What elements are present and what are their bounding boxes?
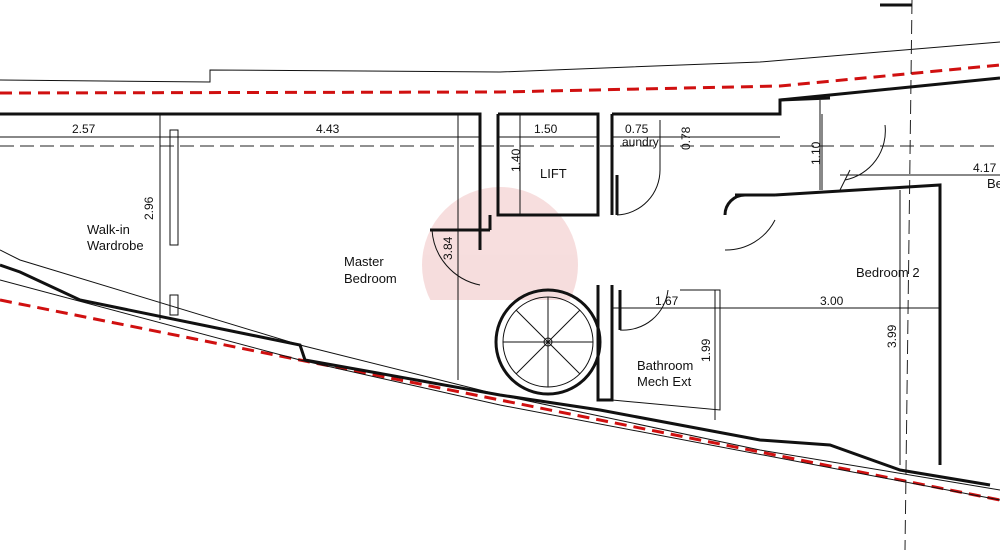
dim-3-84: 3.84 [441, 236, 455, 260]
dim-1-10: 1.10 [809, 141, 823, 165]
boundary-line-top [0, 63, 1000, 95]
dim-1-99: 1.99 [699, 338, 713, 362]
site-edge-top [0, 41, 1000, 83]
room-label-lift: LIFT [540, 166, 567, 181]
dim-0-78: 0.78 [679, 126, 693, 150]
door-swing-bathroom [619, 289, 669, 331]
room-label-bathroom-line2: Mech Ext [637, 374, 692, 389]
dim-3-99: 3.99 [885, 324, 899, 348]
dim-1-67: 1.67 [655, 294, 679, 308]
dimension-lines [0, 114, 1000, 465]
room-label-bedroom2: Bedroom 2 [856, 265, 920, 280]
dim-4-17: 4.17 [973, 161, 997, 175]
door-swing-entry [844, 124, 886, 181]
door-swing-master [431, 229, 481, 286]
door-swing-bedroom2 [724, 219, 776, 251]
dim-1-40: 1.40 [509, 148, 523, 172]
door-swing-laundry [616, 120, 661, 216]
room-label-bedroom-partial: Be [987, 176, 1000, 191]
room-label-walkin-line2: Wardrobe [87, 238, 144, 253]
room-label-walkin-line1: Walk-in [87, 222, 130, 237]
dim-1-50: 1.50 [534, 122, 558, 136]
dim-4-43: 4.43 [316, 122, 340, 136]
dim-3-00: 3.00 [820, 294, 844, 308]
dim-0-75: 0.75 [625, 122, 649, 136]
room-label-master-line2: Bedroom [344, 271, 397, 286]
room-label-laundry: aundry [622, 135, 659, 149]
dim-2-96: 2.96 [142, 196, 156, 220]
site-edge-bottom [0, 249, 1000, 491]
wall-south [0, 263, 991, 487]
dim-2-57: 2.57 [72, 122, 96, 136]
room-label-bathroom-line1: Bathroom [637, 358, 693, 373]
grid-axis-vertical [904, 0, 913, 550]
room-label-master-line1: Master [344, 254, 384, 269]
spiral-staircase [494, 288, 602, 396]
